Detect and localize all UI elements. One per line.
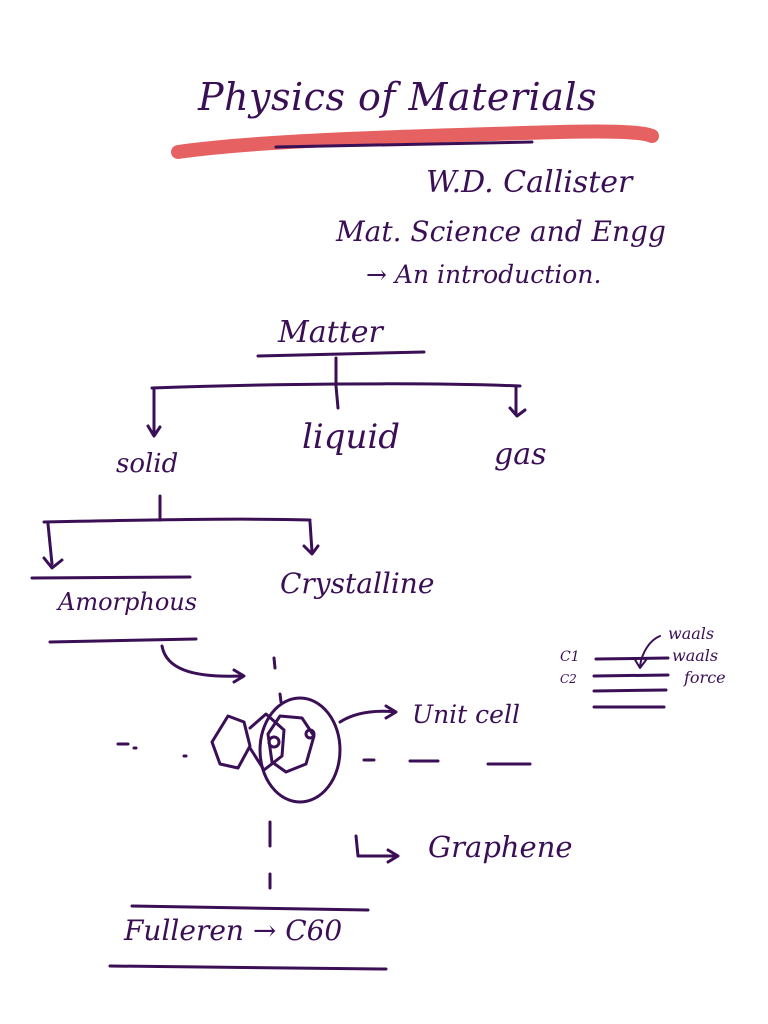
arrow-gas [508, 384, 527, 418]
state-gas: gas [494, 437, 547, 472]
hexagon-left [210, 714, 252, 770]
notes-title: Physics of Materials [198, 75, 597, 119]
state-liquid: liquid [302, 417, 401, 457]
matter-underline [256, 350, 426, 358]
states-branch [150, 382, 522, 390]
state-solid: solid [116, 449, 179, 479]
amorph-arrow [160, 644, 246, 684]
fullerene-label: Fulleren → C60 [124, 914, 343, 947]
solid-type-amorphous: Amorphous [58, 588, 198, 616]
layer-line-2 [592, 673, 670, 678]
vdw-label-line3: force [684, 668, 726, 687]
layer-line-3 [592, 688, 668, 693]
graphene-label: Graphene [428, 830, 573, 864]
layer-line-1 [594, 656, 670, 661]
fullerene-line-top [130, 904, 370, 912]
vdw-label-line2: waals [672, 646, 719, 665]
reference-author: W.D. Callister [426, 165, 633, 200]
solid-branch [42, 517, 312, 524]
unit-cell-arrow [338, 704, 398, 724]
unit-cell-circle [258, 696, 342, 804]
stem-liquid [334, 384, 340, 410]
reference-book: Mat. Science and Engg [336, 215, 666, 248]
tree-root-matter: Matter [278, 315, 383, 350]
layer-label-c1: C1 [560, 649, 580, 665]
title-highlight [171, 124, 659, 159]
reference-subtitle: → An introduction. [366, 260, 602, 289]
arrow-solid [146, 388, 162, 438]
vdw-arrow [633, 635, 661, 669]
graphene-arrow [354, 834, 400, 864]
hexagon-right [266, 714, 316, 774]
title-underline [274, 140, 534, 149]
dash-top-1 [272, 656, 277, 670]
arrow-cryst [302, 520, 320, 556]
fullerene-line-bottom [108, 964, 388, 971]
solid-type-crystalline: Crystalline [280, 567, 435, 600]
atom-marker-1 [267, 735, 281, 749]
atom-marker-2 [304, 728, 316, 740]
amorph-line-bottom [48, 637, 198, 644]
vdw-label-line1: waals [668, 624, 715, 643]
unit-cell-label: Unit cell [412, 700, 520, 729]
arrow-amorph [42, 522, 64, 570]
dash-top-2 [278, 692, 283, 704]
layer-label-c2: C2 [560, 672, 577, 686]
amorph-line-top [30, 575, 192, 580]
